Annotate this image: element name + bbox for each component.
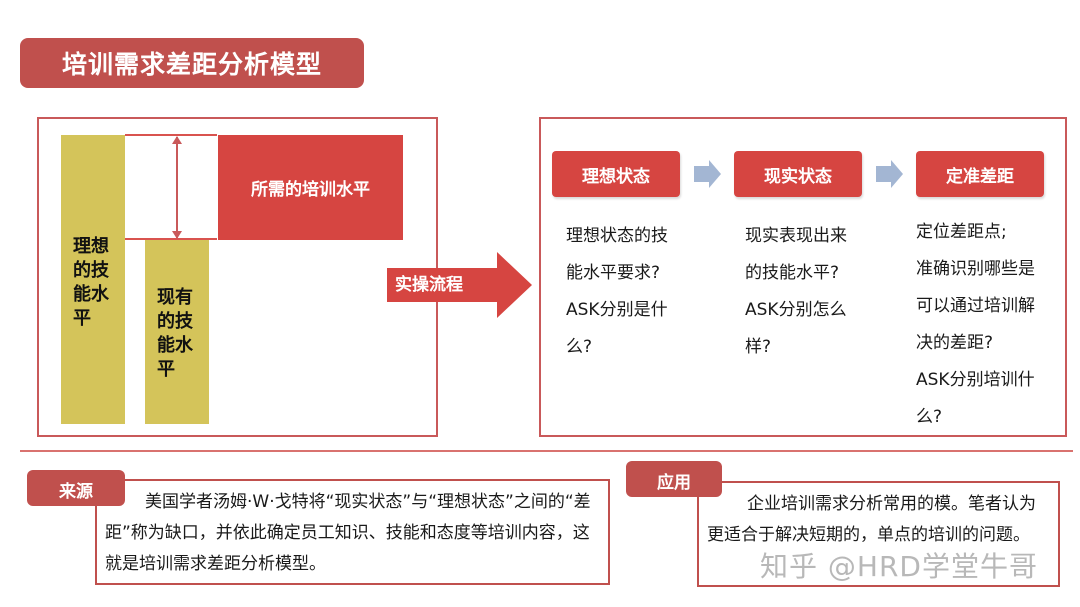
step-current-state: 现实状态 — [734, 151, 862, 197]
step-ideal-desc: 理想状态的技 能水平要求? ASK分别是什 么? — [566, 226, 668, 357]
flow-arrow-label: 实操流程 — [395, 275, 463, 295]
ideal-level-line — [125, 134, 217, 136]
ideal-skill-bar: 理想的技能水平 — [61, 135, 125, 424]
required-training-box: 所需的培训水平 — [218, 135, 403, 240]
application-note: 企业培训需求分析常用的模。笔者认为更适合于解决短期的，单点的培训的问题。 — [697, 481, 1060, 587]
flow-arrow-icon — [387, 252, 532, 318]
step-arrow-body — [694, 166, 710, 182]
application-tag: 应用 — [626, 461, 722, 497]
step-arrow-icon — [891, 160, 903, 188]
step-locate-gap: 定准差距 — [916, 151, 1044, 197]
step-arrow-icon — [709, 160, 721, 188]
current-skill-label: 现有的技能水平 — [157, 287, 193, 380]
current-level-line — [125, 238, 217, 240]
page-title: 培训需求差距分析模型 — [20, 38, 364, 88]
source-note: 美国学者汤姆·W·戈特将“现实状态”与“理想状态”之间的“差距”称为缺口，并依此… — [95, 479, 610, 585]
ideal-skill-label: 理想的技能水平 — [73, 236, 109, 329]
source-tag: 来源 — [27, 470, 125, 506]
step-gap-desc: 定位差距点; 准确识别哪些是 可以通过培训解 决的差距? ASK分别培训什 么? — [916, 222, 1035, 427]
gap-double-arrow-icon — [172, 136, 182, 239]
step-ideal-state: 理想状态 — [552, 151, 680, 197]
watermark: 知乎 @HRD学堂牛哥 — [760, 550, 1038, 583]
step-arrow-body — [876, 166, 892, 182]
current-skill-bar: 现有的技能水平 — [145, 240, 209, 424]
section-divider — [20, 450, 1073, 452]
step-current-desc: 现实表现出来 的技能水平? ASK分别怎么 样? — [745, 226, 847, 357]
